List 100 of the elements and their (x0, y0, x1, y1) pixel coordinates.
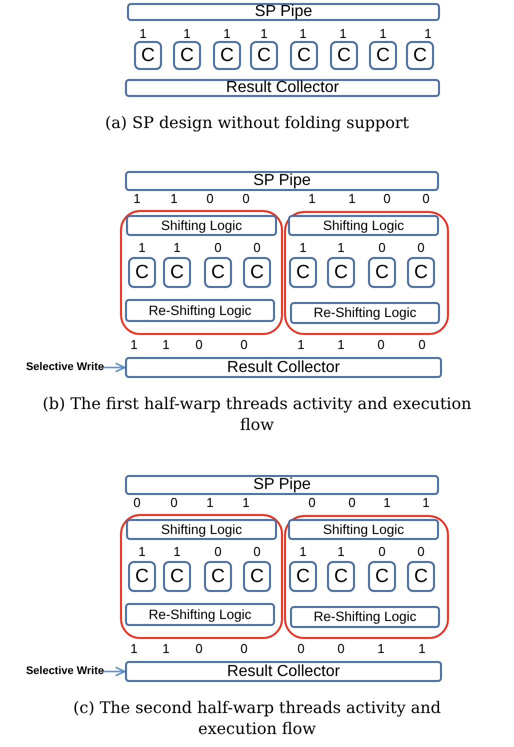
bit-value: 0 (337, 641, 345, 656)
figure-caption: (c) The second half-warp threads activity and execution flow (72, 697, 442, 739)
bit-value: 1 (308, 191, 316, 206)
logic-box: Re-Shifting Logic (290, 302, 440, 324)
group-outline (120, 210, 283, 335)
bit-value: 0 (422, 191, 430, 206)
core-box: C (407, 257, 435, 288)
bit-value: 0 (383, 191, 391, 206)
core-box: C (204, 257, 232, 288)
group-outline (284, 515, 449, 639)
group-outline (120, 514, 283, 639)
bit-value: 1 (173, 240, 181, 255)
bit-value: 0 (240, 337, 248, 352)
bit-value: 0 (417, 240, 425, 255)
bit-value: 1 (424, 26, 432, 41)
core-box: C (290, 41, 318, 70)
bit-value: 0 (206, 191, 214, 206)
figure-caption: (b) The first half-warp threads activity and execution flow (42, 393, 472, 435)
bit-value: 1 (337, 240, 345, 255)
core-box: C (204, 561, 232, 592)
core-box: C (243, 257, 271, 288)
core-box: C (213, 41, 241, 70)
process-box: Result Collector (125, 79, 440, 97)
bit-value: 0 (308, 495, 316, 510)
bit-value: 1 (418, 641, 426, 656)
bit-value: 1 (422, 495, 430, 510)
bit-value: 1 (162, 641, 170, 656)
bit-value: 0 (348, 495, 356, 510)
core-box: C (163, 561, 191, 592)
bit-value: 1 (206, 495, 214, 510)
bit-value: 0 (214, 544, 222, 559)
bit-value: 1 (299, 26, 307, 41)
bit-value: 0 (253, 240, 261, 255)
bit-value: 0 (417, 544, 425, 559)
side-label: Selective Write (8, 359, 104, 375)
logic-box: Re-Shifting Logic (125, 603, 275, 626)
core-box: C (128, 561, 156, 592)
core-box: C (250, 41, 278, 70)
core-box: C (173, 41, 201, 70)
bit-value: 1 (130, 641, 138, 656)
logic-box: Shifting Logic (126, 519, 277, 540)
bit-value: 1 (260, 26, 268, 41)
bit-value: 1 (183, 26, 191, 41)
bit-value: 1 (348, 191, 356, 206)
logic-box: Shifting Logic (288, 519, 439, 540)
core-box: C (327, 257, 355, 288)
core-box: C (289, 257, 317, 288)
arrow (101, 666, 126, 676)
figure-caption: (a) SP design without folding support (104, 112, 410, 133)
core-box: C (289, 561, 317, 592)
bit-value: 1 (170, 191, 178, 206)
logic-box: Re-Shifting Logic (290, 606, 440, 628)
core-box: C (368, 561, 396, 592)
core-box: C (327, 561, 355, 592)
core-box: C (369, 41, 397, 70)
logic-box: Shifting Logic (126, 215, 277, 236)
bit-value: 1 (138, 544, 146, 559)
bit-value: 0 (253, 544, 261, 559)
bit-value: 1 (339, 26, 347, 41)
group-outline (284, 211, 449, 335)
logic-box: Shifting Logic (288, 215, 439, 236)
bit-value: 1 (162, 337, 170, 352)
bit-value: 1 (379, 26, 387, 41)
bit-value: 1 (138, 240, 146, 255)
core-box: C (163, 257, 191, 288)
bit-value: 0 (133, 495, 141, 510)
bit-value: 1 (223, 26, 231, 41)
bit-value: 0 (418, 337, 426, 352)
bit-value: 1 (299, 544, 307, 559)
bit-value: 0 (378, 240, 386, 255)
bit-value: 0 (195, 337, 203, 352)
arrow (101, 362, 126, 372)
core-box: C (330, 41, 358, 70)
process-box: SP Pipe (125, 171, 439, 191)
bit-value: 1 (133, 191, 141, 206)
bit-value: 1 (377, 641, 385, 656)
bit-value: 1 (337, 337, 345, 352)
bit-value: 0 (297, 641, 305, 656)
core-box: C (243, 561, 271, 592)
bit-value: 1 (242, 495, 250, 510)
logic-box: Re-Shifting Logic (125, 299, 275, 322)
process-box: Result Collector (125, 357, 442, 378)
bit-value: 0 (170, 495, 178, 510)
bit-value: 1 (297, 337, 305, 352)
bit-value: 0 (240, 641, 248, 656)
side-label: Selective Write (8, 663, 104, 679)
core-box: C (406, 41, 434, 70)
bit-value: 1 (337, 544, 345, 559)
core-box: C (368, 257, 396, 288)
bit-value: 1 (383, 495, 391, 510)
bit-value: 0 (242, 191, 250, 206)
process-box: SP Pipe (127, 3, 440, 21)
core-box: C (407, 561, 435, 592)
bit-value: 0 (214, 240, 222, 255)
bit-value: 0 (377, 337, 385, 352)
process-box: SP Pipe (125, 475, 439, 495)
bit-value: 1 (139, 26, 147, 41)
bit-value: 1 (173, 544, 181, 559)
bit-value: 0 (195, 641, 203, 656)
core-box: C (128, 257, 156, 288)
